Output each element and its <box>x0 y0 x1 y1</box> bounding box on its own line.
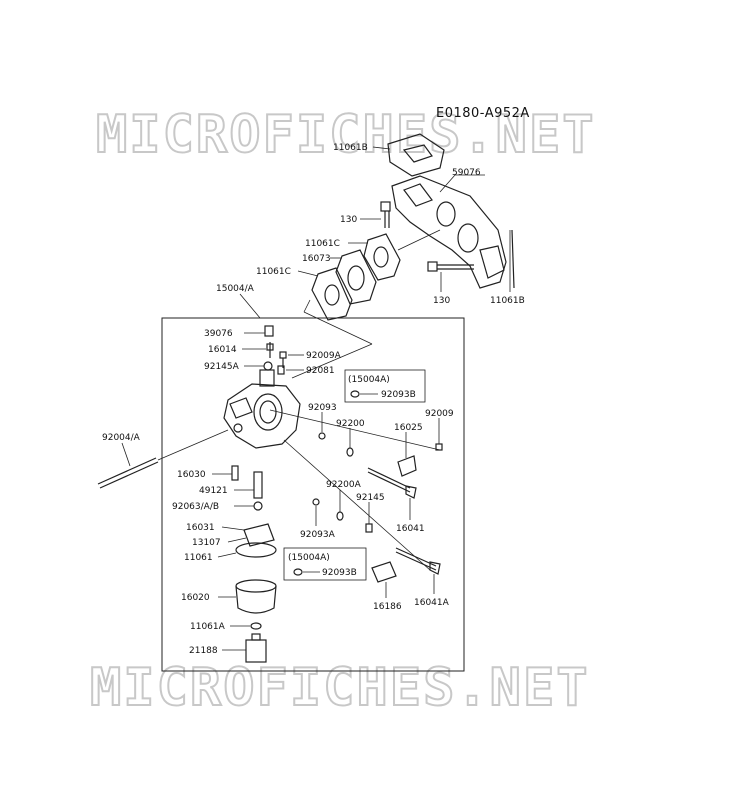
label-11061a: 11061A <box>190 622 226 632</box>
o-ring-92093-shape <box>318 432 326 440</box>
inset1-part: 92093B <box>381 390 416 400</box>
label-92009: 92009 <box>425 409 454 419</box>
label-92200a: 92200A <box>326 480 362 490</box>
float-16031-shape <box>243 523 275 547</box>
label-59076: 59076 <box>452 168 481 178</box>
label-92145a: 92145A <box>204 362 240 372</box>
label-92200: 92200 <box>336 419 365 429</box>
label-16031: 16031 <box>186 523 215 533</box>
label-16020: 16020 <box>181 593 210 603</box>
washer-92200-shape <box>346 447 354 457</box>
choke-valve-16025-shape <box>397 455 417 477</box>
inset-box-top: (15004A) 92093B <box>344 369 426 403</box>
label-16041: 16041 <box>396 524 425 534</box>
gasket-92063ab-shape <box>253 501 263 511</box>
label-39076: 39076 <box>204 329 233 339</box>
label-16025: 16025 <box>394 423 423 433</box>
label-11061b-right: 11061B <box>490 296 525 306</box>
label-16030: 16030 <box>177 470 206 480</box>
spring-92081-shape <box>277 365 285 375</box>
stud-92004a-shape <box>97 429 229 489</box>
part-49121-shape <box>253 471 263 499</box>
label-92004a: 92004/A <box>102 433 141 443</box>
insulator-16073-shape <box>335 249 377 305</box>
washer-11061a-shape <box>250 622 262 630</box>
label-92093: 92093 <box>308 403 337 413</box>
label-130-right: 130 <box>433 296 450 306</box>
part-16014-shape <box>266 342 274 358</box>
float-bowl-16020-shape <box>235 579 277 614</box>
spring-92145a-shape <box>263 361 273 371</box>
gasket-11061-shape <box>235 542 277 558</box>
label-15004a: 15004/A <box>216 284 255 294</box>
watermark-top: MICROFICHES.NET <box>96 105 596 165</box>
bolt-130-left-shape <box>380 201 391 228</box>
intake-manifold-shape <box>391 175 515 289</box>
diagram-code: E0180-A952A <box>436 106 530 121</box>
gasket-11061b-top-shape <box>387 133 445 177</box>
gasket-11061c-upper-shape <box>363 233 401 281</box>
label-11061b-top: 11061B <box>333 143 368 153</box>
spring-92145-shape <box>365 523 373 533</box>
label-92009a: 92009A <box>306 351 342 361</box>
choke-shaft-16041-shape <box>367 467 417 499</box>
label-21188: 21188 <box>189 646 218 656</box>
label-92063ab: 92063/A/B <box>172 502 219 512</box>
carburetor-assembly-frame <box>161 317 465 672</box>
inset1-header: (15004A) <box>348 375 390 385</box>
label-92081: 92081 <box>306 366 335 376</box>
washer-92200a-shape <box>336 511 344 521</box>
inset-box-bottom: (15004A) 92093B <box>283 547 367 581</box>
throttle-valve-16186-shape <box>371 561 397 583</box>
label-13107: 13107 <box>192 538 221 548</box>
label-16014: 16014 <box>208 345 237 355</box>
solenoid-21188-shape <box>245 633 267 663</box>
label-16041a: 16041A <box>414 598 450 608</box>
bolt-130-right-shape <box>427 261 474 272</box>
label-11061c-a: 11061C <box>305 239 340 249</box>
label-92093a: 92093A <box>300 530 336 540</box>
label-92145: 92145 <box>356 493 385 503</box>
label-11061: 11061 <box>184 553 213 563</box>
label-16073: 16073 <box>302 254 331 264</box>
watermark-bottom: MICROFICHES.NET <box>90 658 590 718</box>
throttle-shaft-16041a-shape <box>395 547 441 575</box>
inset2-header: (15004A) <box>288 553 330 563</box>
label-130-left: 130 <box>340 215 357 225</box>
inset2-part: 92093B <box>322 568 357 578</box>
o-ring-92093a-shape <box>312 498 320 506</box>
gasket-11061c-lower-shape <box>311 267 353 321</box>
part-16030-shape <box>231 465 239 481</box>
label-49121: 49121 <box>199 486 228 496</box>
carburetor-body-shape <box>223 369 301 449</box>
label-16186: 16186 <box>373 602 402 612</box>
part-39076-shape <box>264 325 274 337</box>
label-11061c-b: 11061C <box>256 267 291 277</box>
